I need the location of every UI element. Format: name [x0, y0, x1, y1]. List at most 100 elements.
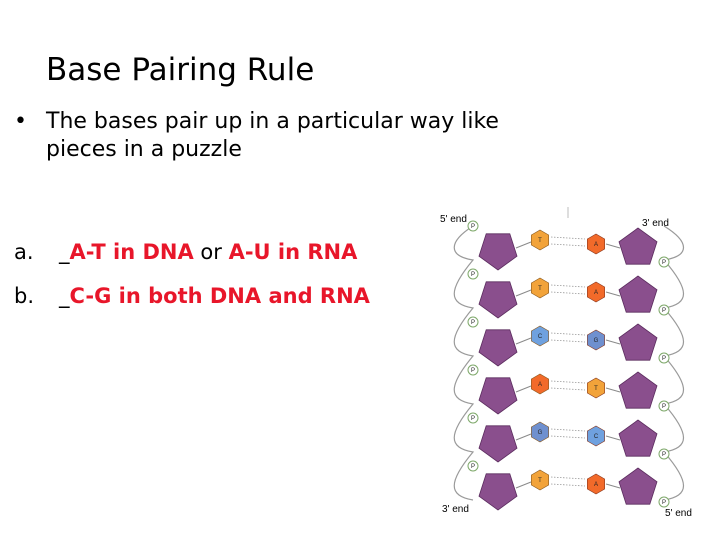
phosphate-label: P — [471, 464, 475, 470]
phosphate-label: P — [471, 368, 475, 374]
base-left-label: T — [538, 478, 542, 484]
list-marker: b. — [14, 284, 35, 308]
phosphate-icon — [467, 460, 479, 472]
base-left-label: T — [538, 286, 542, 292]
sugar-icon — [618, 371, 658, 409]
left-backbone — [453, 225, 475, 501]
phosphate-icon — [658, 448, 670, 460]
hydrogen-bond — [550, 339, 586, 343]
sugar-icon — [618, 419, 658, 457]
list-item-a: a. _ A-T in DNA or A-U in RNA — [14, 238, 370, 266]
glycosidic-bond — [515, 289, 532, 297]
pair-au-rna: A-U in RNA — [228, 240, 358, 264]
hydrogen-bond — [550, 428, 586, 432]
sugar-icon — [618, 467, 658, 505]
sugar-icon — [478, 233, 518, 271]
phosphate-label: P — [662, 500, 666, 506]
sugar-icon — [618, 323, 658, 361]
base-left-icon — [531, 469, 549, 491]
base-left-label: C — [538, 334, 543, 340]
base-right-label: A — [594, 290, 598, 296]
phosphate-icon — [658, 256, 670, 268]
phosphate-icon — [658, 352, 670, 364]
glycosidic-bond — [605, 243, 621, 249]
hydrogen-bond — [550, 435, 586, 439]
blank-prefix: _ — [59, 240, 70, 264]
sugar-icon — [478, 281, 518, 319]
hydrogen-bond — [550, 243, 586, 247]
phosphate-label: P — [662, 452, 666, 458]
base-right-icon — [587, 377, 605, 399]
sugar-icon — [618, 227, 658, 265]
sugar-icon — [478, 425, 518, 463]
phosphate-icon — [467, 412, 479, 424]
sugar-icon — [618, 275, 658, 313]
right-backbone — [662, 225, 684, 501]
base-left-icon — [531, 421, 549, 443]
base-right-icon — [587, 473, 605, 495]
phosphate-label: P — [471, 416, 475, 422]
hydrogen-bond — [550, 483, 586, 487]
glycosidic-bond — [515, 241, 532, 249]
base-right-label: A — [594, 242, 598, 248]
connector-or: or — [193, 240, 229, 264]
glycosidic-bond — [515, 337, 532, 345]
hydrogen-bond — [550, 332, 586, 336]
label-5-end-top: 5' end — [440, 214, 467, 225]
glycosidic-bond — [605, 435, 621, 441]
glycosidic-bond — [515, 433, 532, 441]
hydrogen-bond — [550, 284, 586, 288]
glycosidic-bond — [605, 387, 621, 393]
base-right-icon — [587, 329, 605, 351]
hydrogen-bond — [550, 476, 586, 480]
sugar-icon — [478, 377, 518, 415]
base-left-icon — [531, 229, 549, 251]
hydrogen-bond — [550, 236, 586, 240]
phosphate-label: P — [662, 356, 666, 362]
list-item-b: b. _ C-G in both DNA and RNA — [14, 282, 370, 310]
sugar-icon — [478, 329, 518, 367]
pairing-list: a. _ A-T in DNA or A-U in RNA b. _ C-G i… — [14, 238, 370, 326]
phosphate-icon — [467, 268, 479, 280]
base-right-label: T — [594, 386, 598, 392]
phosphate-icon — [467, 364, 479, 376]
glycosidic-bond — [605, 483, 621, 489]
hydrogen-bond — [550, 291, 586, 295]
glycosidic-bond — [605, 339, 621, 345]
blank-prefix: _ — [59, 284, 70, 308]
phosphate-label: P — [662, 260, 666, 266]
bullet-line-1: The bases pair up in a particular way li… — [46, 109, 499, 134]
phosphate-icon — [658, 304, 670, 316]
base-left-icon — [531, 373, 549, 395]
phosphate-icon — [467, 316, 479, 328]
base-right-icon — [587, 281, 605, 303]
base-left-label: T — [538, 238, 542, 244]
phosphate-label: P — [471, 272, 475, 278]
bullet-text: • The bases pair up in a particular way … — [14, 108, 594, 164]
slide-title: Base Pairing Rule — [46, 52, 315, 88]
base-right-label: C — [594, 434, 599, 440]
base-right-label: G — [594, 338, 599, 344]
glycosidic-bond — [515, 385, 532, 393]
list-marker: a. — [14, 240, 34, 264]
label-3-end-bottom: 3' end — [442, 504, 469, 515]
phosphate-label: P — [662, 404, 666, 410]
hydrogen-bond — [550, 380, 586, 384]
base-left-label: A — [538, 382, 542, 388]
hydrogen-bond — [550, 387, 586, 391]
glycosidic-bond — [605, 291, 621, 297]
phosphate-icon — [658, 400, 670, 412]
bullet-marker: • — [14, 109, 27, 134]
phosphate-label: P — [662, 308, 666, 314]
phosphate-icon — [658, 496, 670, 508]
glycosidic-bond — [515, 481, 532, 489]
base-right-label: A — [594, 482, 598, 488]
phosphate-icon — [467, 220, 479, 232]
sugar-icon — [478, 473, 518, 511]
base-left-icon — [531, 325, 549, 347]
phosphate-label: P — [471, 224, 475, 230]
pair-at-dna: A-T in DNA — [69, 240, 194, 264]
